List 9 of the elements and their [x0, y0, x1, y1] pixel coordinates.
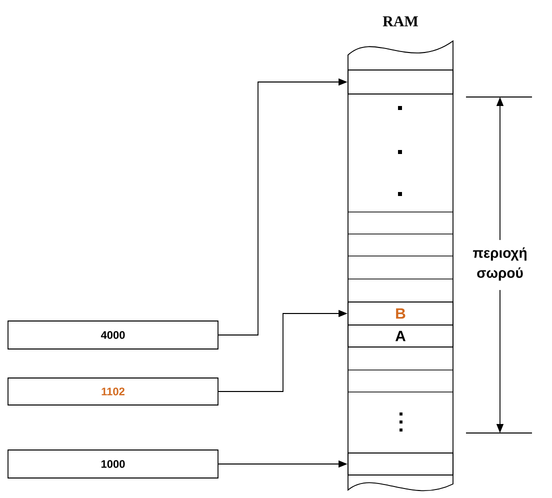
memory-cell: B: [348, 302, 454, 326]
memory-cell: A: [348, 324, 454, 348]
memory-cell: [348, 70, 454, 94]
pointer-box: 4000: [8, 320, 218, 350]
region-label: περιοχή σωρού: [473, 247, 526, 281]
pointer-box: 1000: [8, 450, 218, 478]
pointer-box: 1102: [8, 378, 218, 406]
node-label: RAM: [382, 16, 418, 26]
memory-cell: [348, 452, 454, 476]
